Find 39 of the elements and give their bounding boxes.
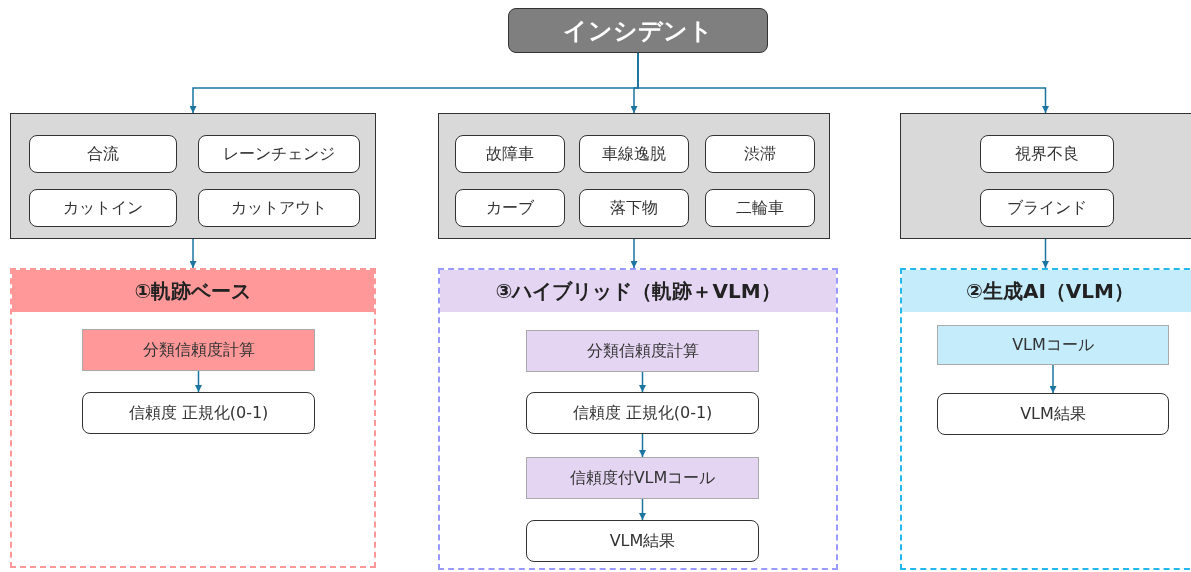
process-box: 分類信頼度計算 <box>82 329 315 371</box>
dashed-panel <box>10 268 376 568</box>
arrow <box>1042 238 1049 269</box>
category-box: 故障車 <box>455 135 565 173</box>
category-box: カーブ <box>455 189 565 227</box>
arrow <box>639 433 646 458</box>
arrow <box>189 238 197 269</box>
result-box: 信頼度 正規化(0-1) <box>526 392 759 434</box>
arrow <box>637 52 1049 114</box>
category-box: 二輪車 <box>705 189 815 227</box>
category-group-box <box>438 113 830 239</box>
category-group-box <box>10 113 376 239</box>
panel-heading: ③ハイブリッド（軌跡＋VLM） <box>440 270 836 312</box>
arrow <box>1049 364 1057 394</box>
arrow <box>195 370 202 393</box>
category-box: 渋滞 <box>705 135 815 173</box>
category-box: ブラインド <box>980 189 1114 227</box>
process-box: 分類信頼度計算 <box>526 330 759 372</box>
category-box: カットアウト <box>198 189 360 227</box>
category-box: 合流 <box>29 135 177 173</box>
category-box: 視界不良 <box>980 135 1114 173</box>
result-box: VLM結果 <box>526 520 759 562</box>
process-box: 信頼度付VLMコール <box>526 457 759 499</box>
arrow <box>639 371 646 393</box>
arrow <box>639 498 646 521</box>
dashed-panel <box>438 268 838 570</box>
category-box: 車線逸脱 <box>579 135 689 173</box>
result-box: 信頼度 正規化(0-1) <box>82 392 315 434</box>
panel-heading: ②生成AI（VLM） <box>902 270 1191 312</box>
category-group-box <box>900 113 1191 239</box>
category-box: カットイン <box>29 189 177 227</box>
result-box: VLM結果 <box>937 393 1169 435</box>
panel-heading: ①軌跡ベース <box>12 270 374 312</box>
arrow <box>630 238 638 269</box>
process-box: VLMコール <box>937 325 1169 365</box>
incident-box: インシデント <box>508 8 768 53</box>
category-box: レーンチェンジ <box>198 135 360 173</box>
category-box: 落下物 <box>579 189 689 227</box>
dashed-panel <box>900 268 1191 570</box>
